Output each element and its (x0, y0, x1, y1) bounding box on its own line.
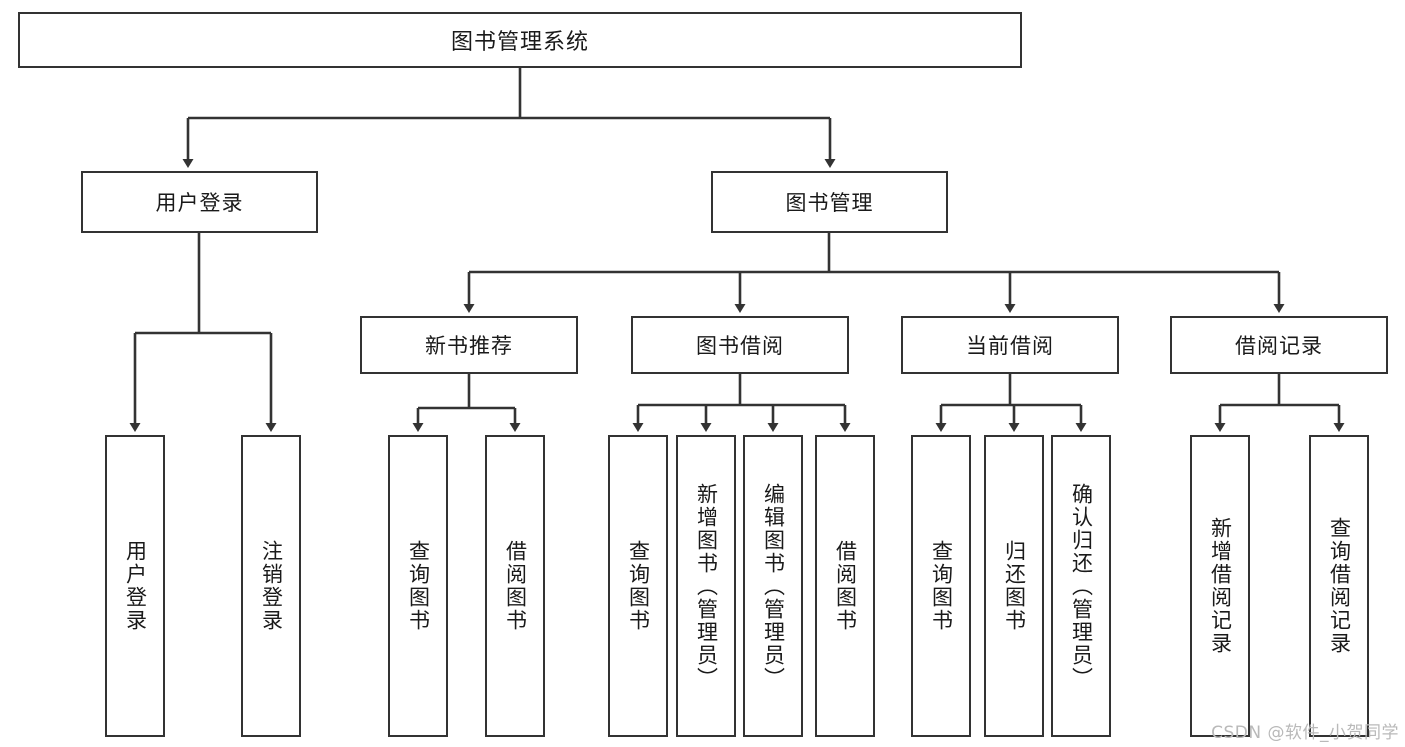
leaf-query-book-borrow[interactable]: 查询图书 (608, 435, 668, 737)
node-label: 图书管理 (785, 191, 874, 215)
leaf-query-book-recommend[interactable]: 查询图书 (388, 435, 448, 737)
node-label: 查询图书 (626, 540, 651, 632)
csdn-watermark: CSDN @软件_小贺同学 (1211, 723, 1399, 743)
leaf-query-borrow-record[interactable]: 查询借阅记录 (1309, 435, 1369, 737)
node-label: 确认归还（管理员） (1069, 482, 1094, 690)
node-borrow-record[interactable]: 借阅记录 (1170, 316, 1388, 374)
node-current-borrow[interactable]: 当前借阅 (901, 316, 1119, 374)
leaf-query-book-current[interactable]: 查询图书 (911, 435, 971, 737)
leaf-user-login[interactable]: 用户登录 (105, 435, 165, 737)
node-label: 查询借阅记录 (1327, 517, 1352, 655)
leaf-return-book[interactable]: 归还图书 (984, 435, 1044, 737)
node-label: 用户登录 (123, 540, 148, 632)
node-label: 借阅图书 (833, 540, 858, 632)
leaf-edit-book-admin[interactable]: 编辑图书（管理员） (743, 435, 803, 737)
leaf-logout-login[interactable]: 注销登录 (241, 435, 301, 737)
node-label: 图书管理系统 (450, 30, 589, 55)
leaf-borrow-book[interactable]: 借阅图书 (815, 435, 875, 737)
leaf-add-book-admin[interactable]: 新增图书（管理员） (676, 435, 736, 737)
node-label: 借阅图书 (503, 540, 528, 632)
node-label: 图书借阅 (696, 334, 784, 358)
node-label: 查询图书 (929, 540, 954, 632)
node-label: 当前借阅 (966, 334, 1054, 358)
node-user-login[interactable]: 用户登录 (81, 171, 318, 233)
node-root-system[interactable]: 图书管理系统 (18, 12, 1022, 68)
leaf-add-borrow-record[interactable]: 新增借阅记录 (1190, 435, 1250, 737)
node-label: 编辑图书（管理员） (761, 482, 786, 690)
node-label: 新书推荐 (425, 334, 513, 358)
node-label: 归还图书 (1002, 540, 1027, 632)
leaf-borrow-book-recommend[interactable]: 借阅图书 (485, 435, 545, 737)
node-label: 用户登录 (155, 191, 244, 215)
node-label: 新增借阅记录 (1208, 517, 1233, 655)
node-book-management[interactable]: 图书管理 (711, 171, 948, 233)
node-label: 注销登录 (259, 540, 284, 632)
node-label: 新增图书（管理员） (694, 482, 719, 690)
node-label: 借阅记录 (1235, 334, 1323, 358)
node-label: 查询图书 (406, 540, 431, 632)
leaf-confirm-return-admin[interactable]: 确认归还（管理员） (1051, 435, 1111, 737)
node-book-borrow[interactable]: 图书借阅 (631, 316, 849, 374)
node-new-book-recommend[interactable]: 新书推荐 (360, 316, 578, 374)
